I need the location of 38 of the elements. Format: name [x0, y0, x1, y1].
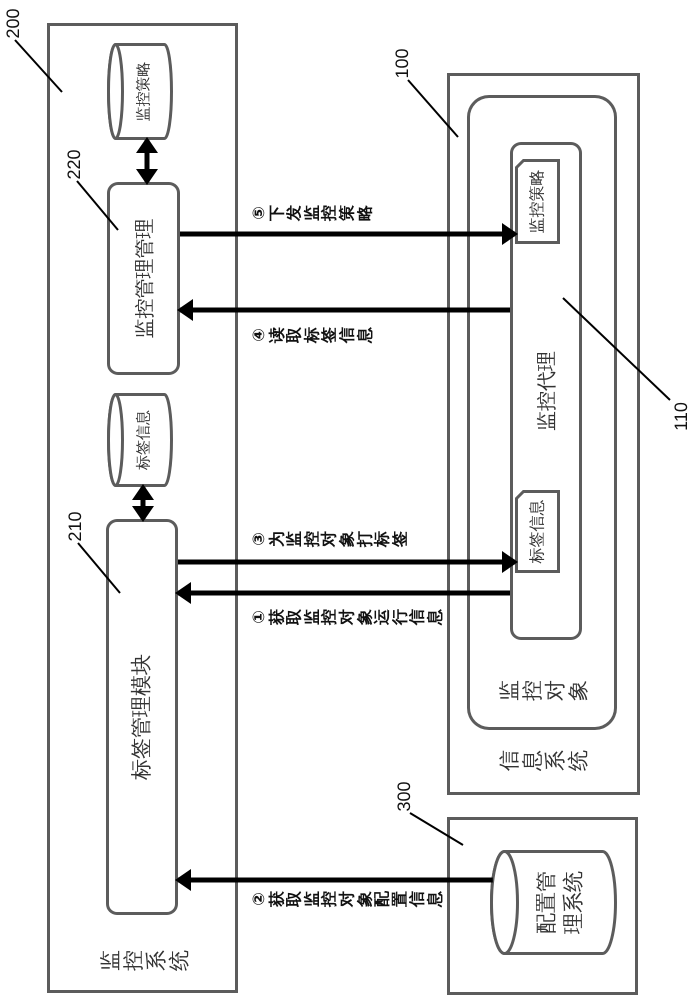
leader-line [407, 79, 459, 138]
arrow [175, 582, 510, 604]
arrow [175, 869, 493, 891]
store-name: 标签信息 [134, 410, 153, 470]
frame-title: 监控系统 [99, 950, 192, 971]
note-text: 标签信息 [527, 500, 548, 564]
edge-label: ⑤ 下发监控策略 [250, 205, 374, 221]
frame [447, 73, 640, 795]
store-name: 监控策略 [134, 62, 153, 122]
frame-title: 信息系统 [498, 750, 590, 771]
frame [47, 23, 238, 993]
module-box [107, 182, 180, 375]
reference-number: 100 [392, 48, 412, 79]
module-name: 监控管理管理 [130, 218, 156, 338]
leader-line [409, 812, 464, 846]
reference-number: 300 [394, 781, 414, 812]
edge-label: ② 获取监控对象配置信息 [250, 891, 444, 907]
reference-number: 210 [65, 511, 85, 542]
module-name: 标签管理模块 [128, 654, 154, 780]
store-name: 配置管理系统 [532, 871, 586, 934]
leader-line [562, 297, 671, 401]
edge-label: ④ 读取标签信息 [250, 327, 374, 343]
edge-label: ① 获取监控对象运行信息 [250, 609, 444, 625]
edge-label: ③ 为监控对象打标签 [250, 531, 408, 547]
frame-title: 监控对象 [498, 680, 590, 701]
arrow [177, 299, 510, 321]
leader-line [14, 39, 63, 93]
reference-number: 220 [64, 149, 84, 180]
leader-line [76, 180, 119, 231]
reference-number: 110 [671, 401, 691, 432]
note-text: 监控策略 [527, 170, 548, 234]
frame [447, 817, 638, 995]
leader-line [77, 542, 121, 594]
module-box [467, 95, 617, 730]
module-box [106, 519, 178, 915]
module-box [510, 142, 582, 640]
reference-number: 200 [3, 8, 23, 39]
module-name: 监控代理 [533, 351, 559, 431]
